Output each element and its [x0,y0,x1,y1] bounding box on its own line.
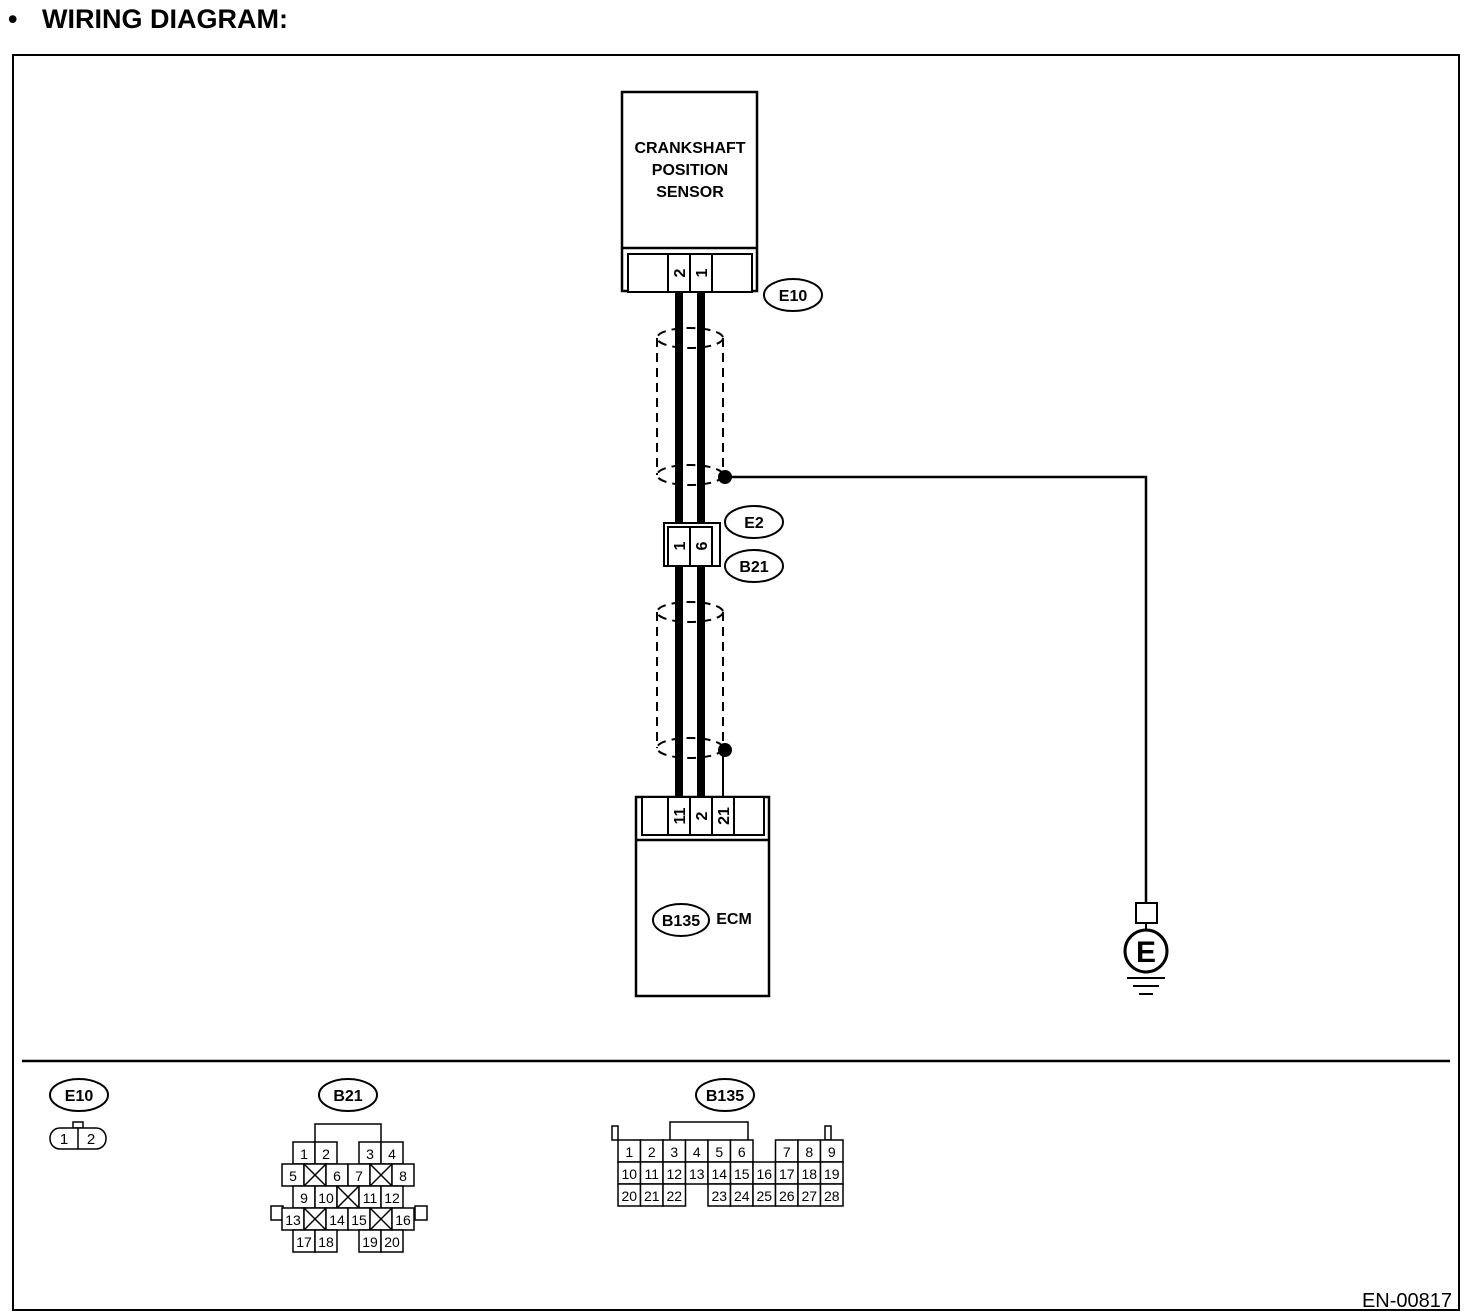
b135-view-pin-15: 15 [734,1166,750,1182]
connector-b21-tag [724,549,784,583]
ecm-unit: 11 2 21 B135 ECM [634,795,771,998]
ground-symbol-letter: E [1136,936,1156,969]
b135-view-pin-16: 16 [756,1166,772,1182]
b21-view-pin-14: 14 [329,1212,345,1228]
b135-view-pin-1: 1 [625,1144,633,1160]
lower-shield-junction-dot [718,743,732,757]
sensor-pin-2: 2 [672,268,689,277]
b21-view-pin-7: 7 [355,1168,363,1184]
diagram-frame [12,54,1460,1311]
joint-connector-e2-b21: 1 6 E2 B21 [663,505,784,583]
connector-b21-tag-label: B21 [739,559,768,576]
b21-view-pin-2: 2 [322,1146,330,1162]
b135-view-pin-2: 2 [648,1144,656,1160]
b135-view-pin-4: 4 [693,1144,701,1160]
b135-view-pin-20: 20 [621,1188,637,1204]
b135-view-pin-5: 5 [715,1144,723,1160]
b135-view-pin-21: 21 [644,1188,660,1204]
connector-view-e10: E10 1 2 [49,1078,109,1150]
ecm-pin-2: 2 [694,811,711,820]
b135-view-pin-12: 12 [666,1166,682,1182]
upper-shield-junction-dot [718,470,732,484]
b21-view-pin-5: 5 [289,1168,297,1184]
ground-symbol-circle [1123,928,1169,974]
ecm-pin-21: 21 [716,807,733,825]
connector-b135-tag [652,903,710,937]
b135-view-pin-22-cell [662,1183,687,1207]
b21-view-pin-16: 16 [395,1212,411,1228]
b135-view-pin-18: 18 [801,1166,817,1182]
connector-view-b135-label: B135 [706,1088,744,1105]
b21-view-pin-3: 3 [366,1146,374,1162]
lower-shield [656,601,724,759]
connector-view-e10-label: E10 [65,1088,94,1105]
b135-view-pin-3: 3 [670,1144,678,1160]
b21-view-pin-4: 4 [388,1146,396,1162]
b21-view-pin-20-cell [380,1229,404,1253]
b21-view-pin-11: 11 [363,1190,378,1206]
ecm-pin-11: 11 [672,807,689,824]
b21-view-pin-13: 13 [285,1212,301,1228]
b135-view-pin-26: 26 [779,1188,795,1204]
figure-code: EN-00817 [1362,1290,1452,1312]
b135-view-pin-23: 23 [711,1188,727,1204]
sensor-label-line2: POSITION [652,162,728,179]
ecm-connector-strip [641,796,765,836]
b135-view-pin-8: 8 [805,1144,813,1160]
upper-shield [656,327,724,486]
b21-view-pin-1: 1 [300,1146,308,1162]
crankshaft-position-sensor: CRANKSHAFT POSITION SENSOR 2 1 E10 [620,90,823,312]
sensor-pin-1: 1 [694,268,711,277]
b21-view-pin-20: 20 [384,1234,400,1250]
connector-e10-tag-label: E10 [779,288,808,305]
b135-view-pin-25: 25 [756,1188,772,1204]
b135-view-pin-24: 24 [734,1188,750,1204]
joint-pin-1: 1 [672,541,689,550]
connector-e10-tag [763,278,823,312]
wire-shield-to-ground [723,475,1148,903]
b135-view-pin-19: 19 [824,1166,840,1182]
b21-view-pin-12: 12 [384,1190,400,1206]
b135-view-pin-13: 13 [689,1166,705,1182]
b21-view-pin-15: 15 [351,1212,367,1228]
b135-view-pin-28: 28 [824,1188,840,1204]
ground-point: E [1123,902,1169,995]
b135-view-pin-28-cell [819,1183,844,1207]
b135-view-pin-14: 14 [711,1166,727,1182]
b21-view-pin-8: 8 [399,1168,407,1184]
b21-view-pin-19: 19 [362,1234,378,1250]
joint-pin-6: 6 [694,541,711,550]
b21-view-pin-18-cell [314,1229,338,1253]
b135-view-pin-27: 27 [801,1188,817,1204]
b21-view-pin-6: 6 [333,1168,341,1184]
ground-terminal [1135,902,1158,924]
b135-view-pin-7: 7 [783,1144,791,1160]
page-heading: • WIRING DIAGRAM: [8,0,288,38]
b135-view-pin-22: 22 [666,1188,682,1204]
sensor-label-line3: SENSOR [656,184,724,201]
b21-view-pin-17: 17 [296,1234,312,1250]
b21-view-pin-10: 10 [318,1190,334,1206]
sensor-label-line1: CRANKSHAFT [634,140,745,157]
e10-view-pin-2: 2 [87,1131,95,1148]
b21-view-pin-9: 9 [300,1190,308,1206]
b135-view-pin-17: 17 [779,1166,795,1182]
b135-view-pin-11: 11 [644,1166,659,1182]
heading-title: WIRING DIAGRAM: [42,4,288,34]
connector-b135-tag-label: B135 [662,913,700,930]
b135-view-pin-10: 10 [621,1166,637,1182]
b135-view-pin-6: 6 [738,1144,746,1160]
connector-e2-tag [724,505,784,539]
ecm-label: ECM [716,911,752,928]
heading-bullet: • [8,4,18,34]
b135-view-pin-9: 9 [828,1144,836,1160]
connector-e2-tag-label: E2 [744,515,764,532]
connector-view-b21-label: B21 [333,1088,362,1105]
e10-view-pin-1: 1 [60,1131,68,1148]
b21-view-pin-18: 18 [318,1234,334,1250]
